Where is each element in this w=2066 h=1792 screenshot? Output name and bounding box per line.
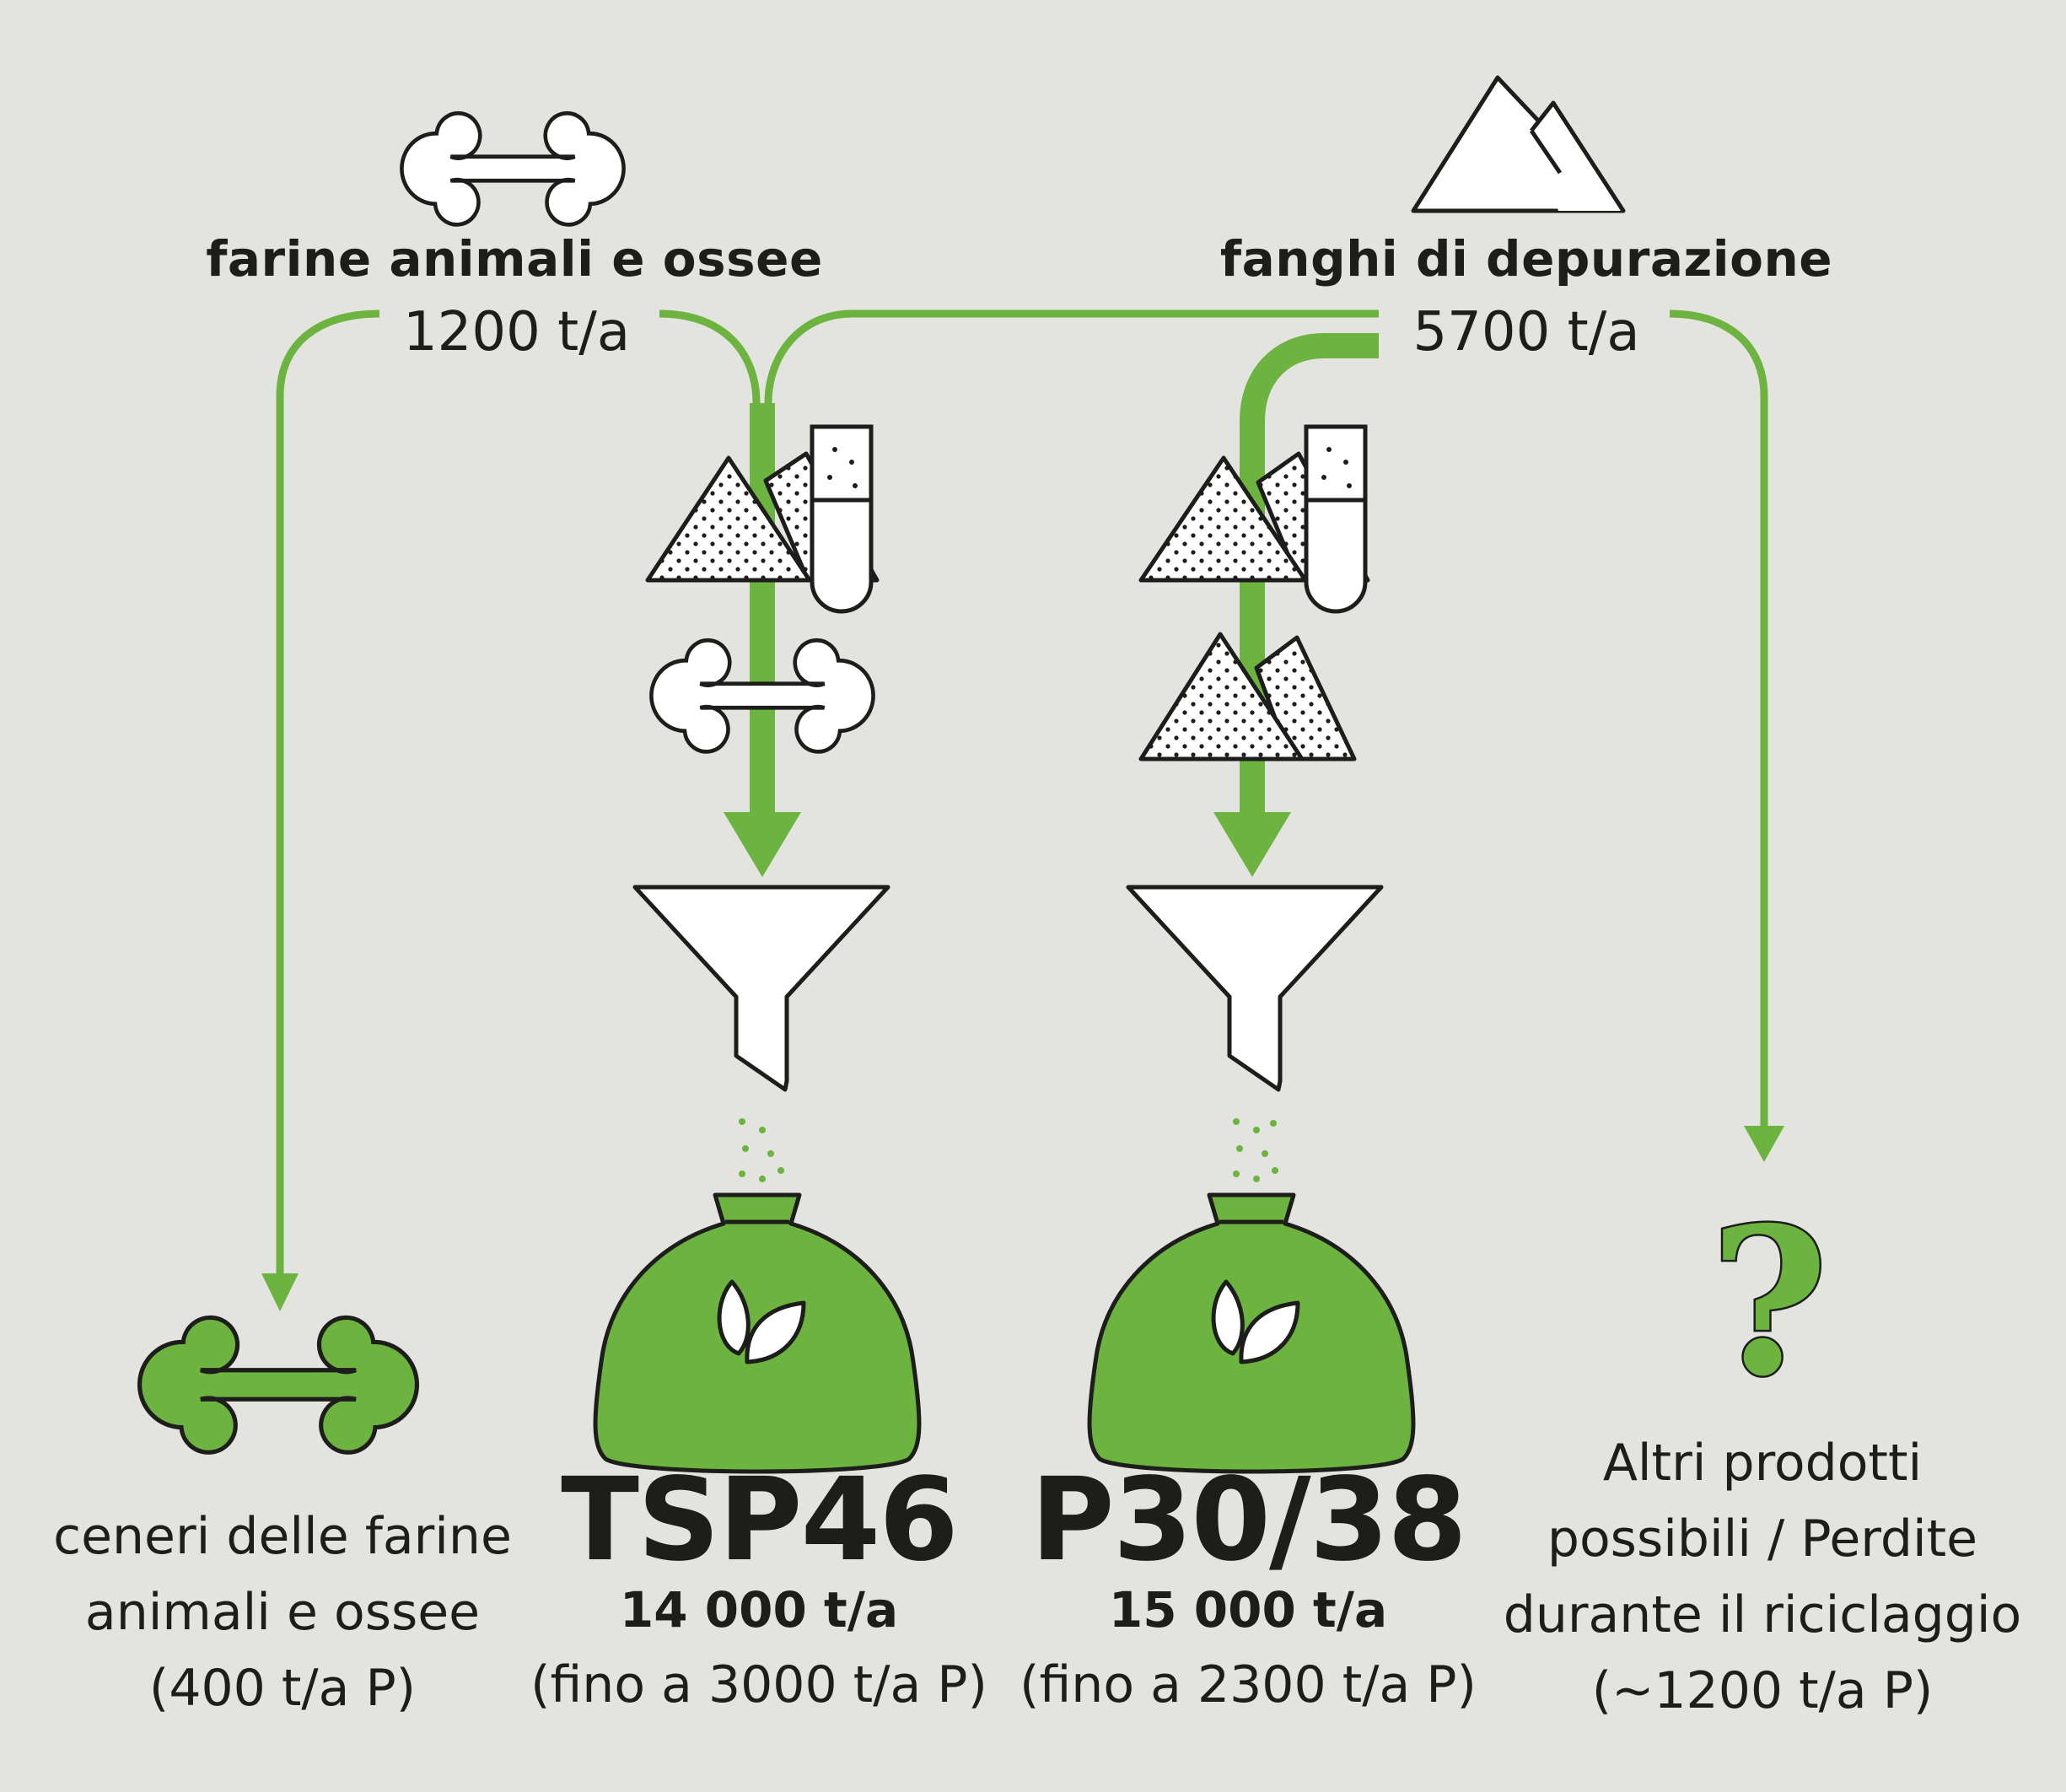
- flow-line-animal-to-tsp: [659, 309, 761, 404]
- test-tube-icon: [812, 427, 871, 611]
- output-other-line4: (~1200 t/a P): [1591, 1661, 1934, 1720]
- flow-line-sludge-to-tsp: [764, 309, 1379, 404]
- flow-line-sludge-to-p30: [1240, 333, 1379, 818]
- mountains-icon: [1411, 75, 1626, 213]
- dotted-piles-icon: [1138, 632, 1357, 761]
- flow-line-sludge-to-other: [1669, 309, 1768, 1130]
- source-animal-name: farine animali e ossee: [206, 230, 823, 288]
- output-other-line1: Altri prodotti: [1602, 1434, 1923, 1493]
- question-mark-icon: ?: [1710, 1183, 1829, 1421]
- powder-dots-p30: [1233, 1118, 1278, 1204]
- test-tube-icon: [1306, 427, 1365, 611]
- product-p30-amount: 15 000 t/a: [1108, 1581, 1388, 1639]
- output-ash-line1: ceneri delle farine: [53, 1507, 512, 1566]
- bone-icon: [140, 1317, 417, 1452]
- output-ash-text: ceneri delle farine animali e ossee (400…: [34, 1499, 531, 1726]
- source-sludge-name: fanghi di depurazione: [1219, 230, 1833, 288]
- product-tsp-amount: 14 000 t/a: [619, 1581, 899, 1639]
- product-tsp-note: (fino a 3000 t/a P): [530, 1655, 987, 1714]
- output-other-line2: possibili / Perdite: [1547, 1509, 1978, 1569]
- arrow-head-ash: [261, 1273, 299, 1311]
- output-ash-line2: animali e ossee: [84, 1583, 481, 1642]
- arrow-head-other: [1744, 1126, 1784, 1162]
- source-sludge-amount: 5700 t/a: [1412, 301, 1640, 363]
- output-ash-line3: (400 t/a P): [148, 1659, 417, 1718]
- output-other-line3: durante il riciclaggio: [1503, 1585, 2022, 1644]
- powder-dots-tsp: [739, 1118, 784, 1204]
- source-animal-amount: 1200 t/a: [402, 301, 631, 363]
- product-tsp-name: TSP46: [561, 1454, 959, 1587]
- funnel-icon: [1128, 887, 1381, 1090]
- output-other-text: Altri prodotti possibili / Perdite duran…: [1484, 1425, 2041, 1729]
- fertilizer-bag-icon: [595, 1195, 919, 1472]
- funnel-icon: [635, 887, 888, 1090]
- flow-line-animal-to-ash: [276, 309, 380, 1273]
- arrow-head-p30: [1213, 812, 1291, 877]
- product-p30-name: P30/38: [1030, 1454, 1467, 1587]
- fertilizer-bag-icon: [1089, 1195, 1413, 1472]
- arrow-head-tsp: [724, 812, 801, 877]
- product-p30-note: (fino a 2300 t/a P): [1020, 1655, 1477, 1714]
- bone-icon: [401, 113, 623, 224]
